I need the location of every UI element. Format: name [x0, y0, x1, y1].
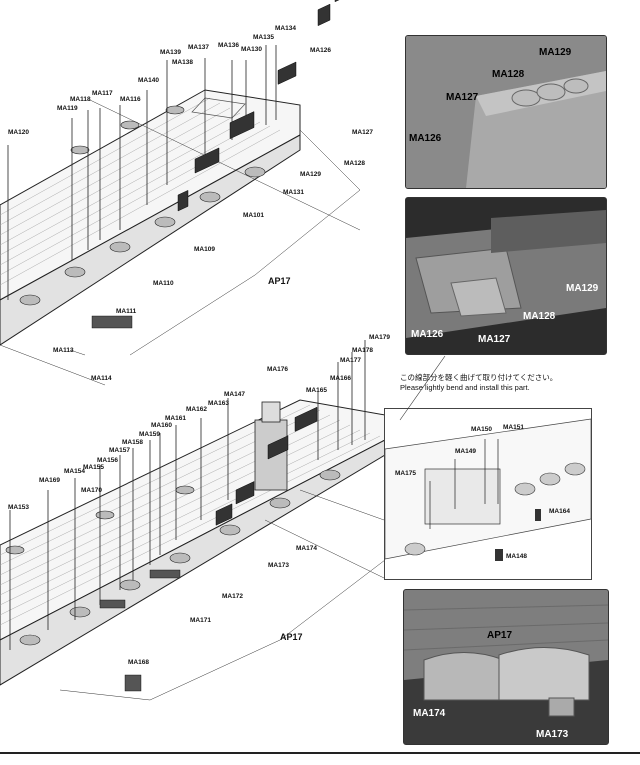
- label-ap17-upper: AP17: [268, 276, 291, 286]
- label-ma179: MA179: [369, 334, 390, 341]
- inset-label-ma151: MA151: [503, 424, 524, 431]
- label-ma163: MA163: [208, 400, 229, 407]
- label-ma131: MA131: [283, 189, 304, 196]
- label-ma117: MA117: [92, 90, 113, 97]
- label-ma161: MA161: [165, 415, 186, 422]
- label-ma110: MA110: [153, 280, 174, 287]
- photo-detail-3: AP17 MA174 MA173: [403, 589, 609, 745]
- label-ma174-drawing: MA174: [296, 545, 317, 552]
- label-ma170: MA170: [81, 487, 102, 494]
- label-ma139: MA139: [160, 49, 181, 56]
- label-ma172: MA172: [222, 593, 243, 600]
- label-ma156: MA156: [97, 457, 118, 464]
- label-ma136: MA136: [218, 42, 239, 49]
- label-ma111: MA111: [116, 308, 137, 315]
- label-ma176: MA176: [267, 366, 288, 373]
- label-ma166: MA166: [330, 375, 351, 382]
- label-ma173-drawing: MA173: [268, 562, 289, 569]
- label-ma129-drawing: MA129: [300, 171, 321, 178]
- inset-label-ma175: MA175: [395, 470, 416, 477]
- label-ma134: MA134: [275, 25, 296, 32]
- lower-hull-drawing: [0, 340, 386, 701]
- label-ma155: MA155: [83, 464, 104, 471]
- label-ma114: MA114: [91, 375, 112, 382]
- photo1-label-ma129: MA129: [539, 47, 572, 58]
- label-ma178: MA178: [352, 347, 373, 354]
- photo3-label-ma174: MA174: [413, 708, 446, 719]
- inset-detail-drawing: MA150 MA151 MA149 MA175 MA164 MA148: [384, 408, 592, 580]
- label-ma160: MA160: [151, 422, 172, 429]
- label-ma116: MA116: [120, 96, 141, 103]
- photo3-label-ma173: MA173: [536, 729, 569, 740]
- label-ma113: MA113: [53, 347, 74, 354]
- inset-label-ma148: MA148: [506, 553, 527, 560]
- label-ma127-drawing: MA127: [352, 129, 373, 136]
- label-ma165: MA165: [306, 387, 327, 394]
- photo-detail-2: MA129 MA128 MA126 MA127: [405, 197, 607, 355]
- label-ma147: MA147: [224, 391, 245, 398]
- photo3-label-ap17: AP17: [487, 630, 513, 641]
- label-ma109: MA109: [194, 246, 215, 253]
- label-ma137: MA137: [188, 44, 209, 51]
- label-ma126: MA126: [310, 47, 331, 54]
- label-ma159: MA159: [139, 431, 160, 438]
- photo2-label-ma128: MA128: [523, 311, 556, 322]
- photo1-label-ma127: MA127: [446, 92, 479, 103]
- label-ma138: MA138: [172, 59, 193, 66]
- label-ma177: MA177: [340, 357, 361, 364]
- label-ma169: MA169: [39, 477, 60, 484]
- photo1-label-ma126: MA126: [409, 133, 442, 144]
- upper-hull-drawing: [0, 0, 361, 386]
- label-ma158: MA158: [122, 439, 143, 446]
- label-ma118: MA118: [70, 96, 91, 103]
- label-ma130: MA130: [241, 46, 262, 53]
- label-ma168: MA168: [128, 659, 149, 666]
- label-ma119: MA119: [57, 105, 78, 112]
- photo1-label-ma128: MA128: [492, 69, 525, 80]
- photo-detail-1: MA129 MA128 MA127 MA126: [405, 35, 607, 189]
- label-ma157: MA157: [109, 447, 130, 454]
- label-ma140: MA140: [138, 77, 159, 84]
- photo2-label-ma127: MA127: [478, 334, 511, 345]
- photo2-label-ma129: MA129: [566, 283, 599, 294]
- label-ma153: MA153: [8, 504, 29, 511]
- photo2-label-ma126: MA126: [411, 329, 444, 340]
- inset-label-ma149: MA149: [455, 448, 476, 455]
- label-ap17-lower: AP17: [280, 632, 303, 642]
- label-ma135: MA135: [253, 34, 274, 41]
- label-ma162: MA162: [186, 406, 207, 413]
- inset-label-ma164: MA164: [549, 508, 570, 515]
- page-bottom-rule: [0, 752, 640, 754]
- inset-label-ma150: MA150: [471, 426, 492, 433]
- note-english: Please lightly bend and install this par…: [400, 383, 530, 392]
- label-ma120: MA120: [8, 129, 29, 136]
- label-ma154: MA154: [64, 468, 85, 475]
- note-japanese: この線部分を軽く曲げて取り付けてください。: [400, 373, 558, 382]
- label-ma171: MA171: [190, 617, 211, 624]
- label-ma128-drawing: MA128: [344, 160, 365, 167]
- label-ma101: MA101: [243, 212, 264, 219]
